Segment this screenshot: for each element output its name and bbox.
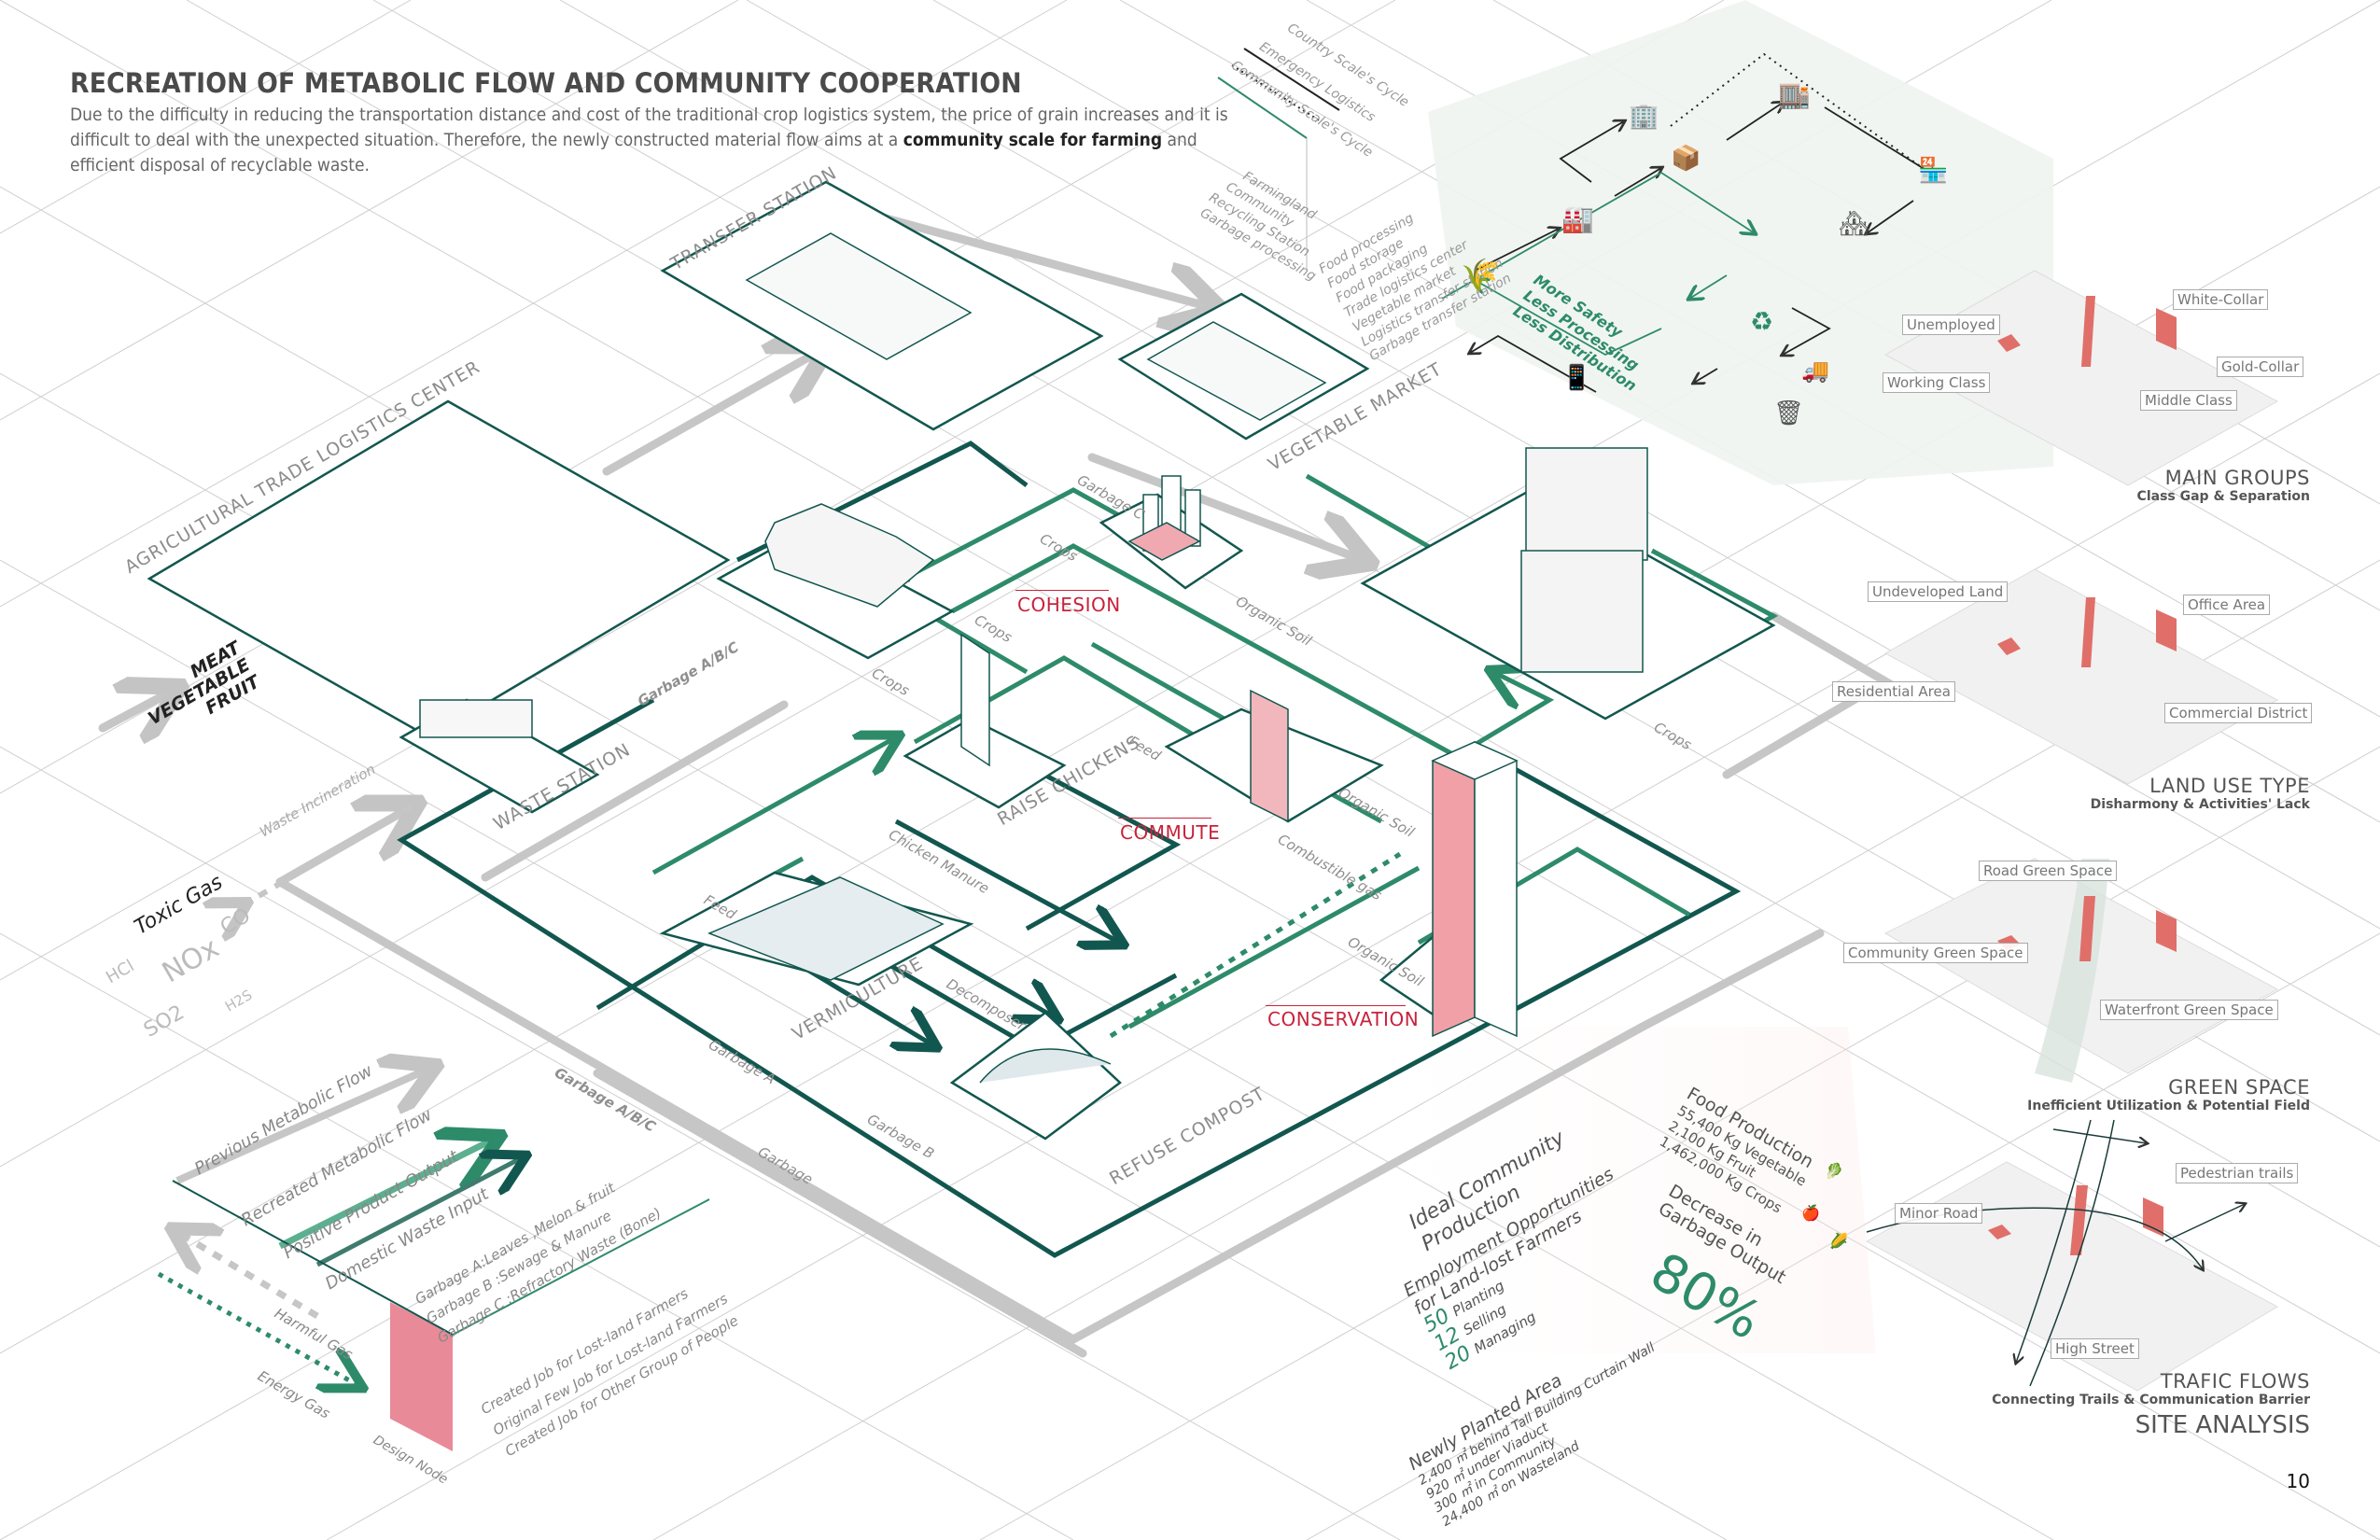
logistics-center-icon: 🏬: [1778, 79, 1811, 110]
node-conservation: CONSERVATION: [1267, 1008, 1420, 1030]
market-icon: 🏪: [1918, 157, 1949, 185]
node-commute: COMMUTE: [1120, 821, 1221, 844]
main-groups-title: MAIN GROUPS: [2164, 467, 2310, 489]
fruit-icon: 🍎: [1801, 1204, 1820, 1222]
houses-icon: 🏘: [1839, 210, 1870, 238]
logistics-center-platform: [147, 399, 731, 739]
section-main-groups: MAIN GROUPS Class Gap & Separation: [2137, 467, 2310, 504]
intro-text-1: Due to the difficulty in reducing the tr…: [70, 105, 1228, 150]
refuse-compost-platform: [949, 1011, 1122, 1141]
intro-paragraph: Due to the difficulty in reducing the tr…: [70, 103, 1246, 178]
conservation-leader: [1266, 1005, 1406, 1006]
site-analysis-title: SITE ANALYSIS: [2135, 1411, 2310, 1439]
tag-waterfront-green-space: Waterfront Green Space: [2100, 1000, 2278, 1020]
intro-text-2: and efficient disposal of recyclable was…: [70, 130, 1197, 175]
factory-icon: 🏭: [1561, 203, 1594, 234]
truck-icon: 🚚: [1801, 357, 1829, 384]
conservation-tower: [1431, 740, 1519, 1038]
tag-office-area: Office Area: [2183, 595, 2271, 615]
phone-app-icon: 📱: [1561, 364, 1592, 392]
crops-icon: 🌽: [1829, 1232, 1848, 1250]
tag-middle-class: Middle Class: [2140, 390, 2237, 411]
recycle-icon: ♻: [1750, 306, 1774, 337]
page-number: 10: [2286, 1470, 2310, 1492]
vegetable-icon: 🥬: [1825, 1162, 1843, 1180]
trash-icon: 🗑: [1773, 399, 1805, 427]
warehouse-icon: 🏢: [1629, 103, 1659, 131]
green-space-title: GREEN SPACE: [2168, 1076, 2310, 1099]
tag-undeveloped-land: Undeveloped Land: [1868, 581, 2009, 602]
node-cohesion: COHESION: [1017, 594, 1121, 616]
intro-highlight: community scale for farming: [903, 130, 1163, 150]
design-node-swatch: [390, 1302, 453, 1451]
page-title: RECREATION OF METABOLIC FLOW AND COMMUNI…: [70, 67, 1022, 99]
tag-pedestrian-trails: Pedestrian trails: [2176, 1163, 2299, 1183]
commute-leader: [1118, 818, 1211, 819]
green-space-subtitle: Inefficient Utilization & Potential Fiel…: [2027, 1099, 2310, 1113]
section-green-space: GREEN SPACE Inefficient Utilization & Po…: [2027, 1076, 2310, 1113]
tag-minor-road: Minor Road: [1895, 1203, 1983, 1224]
land-use-title: LAND USE TYPE: [2149, 775, 2310, 797]
package-icon: 📦: [1671, 145, 1701, 173]
traffic-flows-title: TRAFIC FLOWS: [2160, 1370, 2310, 1393]
tag-working-class: Working Class: [1883, 372, 1991, 393]
main-groups-subtitle: Class Gap & Separation: [2136, 489, 2310, 504]
cohesion-leader: [1015, 590, 1109, 591]
tag-commercial-district: Commercial District: [2164, 703, 2313, 723]
tag-white-collar: White-Collar: [2173, 289, 2269, 310]
land-use-subtitle: Disharmony & Activities' Lack: [2090, 797, 2310, 812]
section-traffic-flows: TRAFIC FLOWS Connecting Trails & Communi…: [1992, 1370, 2310, 1407]
tag-unemployed: Unemployed: [1902, 315, 2000, 335]
tag-high-street: High Street: [2051, 1338, 2139, 1359]
tag-gold-collar: Gold-Collar: [2217, 357, 2304, 377]
wheat-icon: 🌾: [1461, 257, 1501, 294]
tag-residential-area: Residential Area: [1832, 681, 1955, 702]
cycle-region-shade: [1428, 0, 2053, 485]
traffic-flows-subtitle: Connecting Trails & Communication Barrie…: [1992, 1393, 2310, 1407]
section-land-use: LAND USE TYPE Disharmony & Activities' L…: [2091, 775, 2310, 812]
tag-road-green-space: Road Green Space: [1979, 861, 2118, 881]
tag-community-green-space: Community Green Space: [1843, 943, 2028, 963]
